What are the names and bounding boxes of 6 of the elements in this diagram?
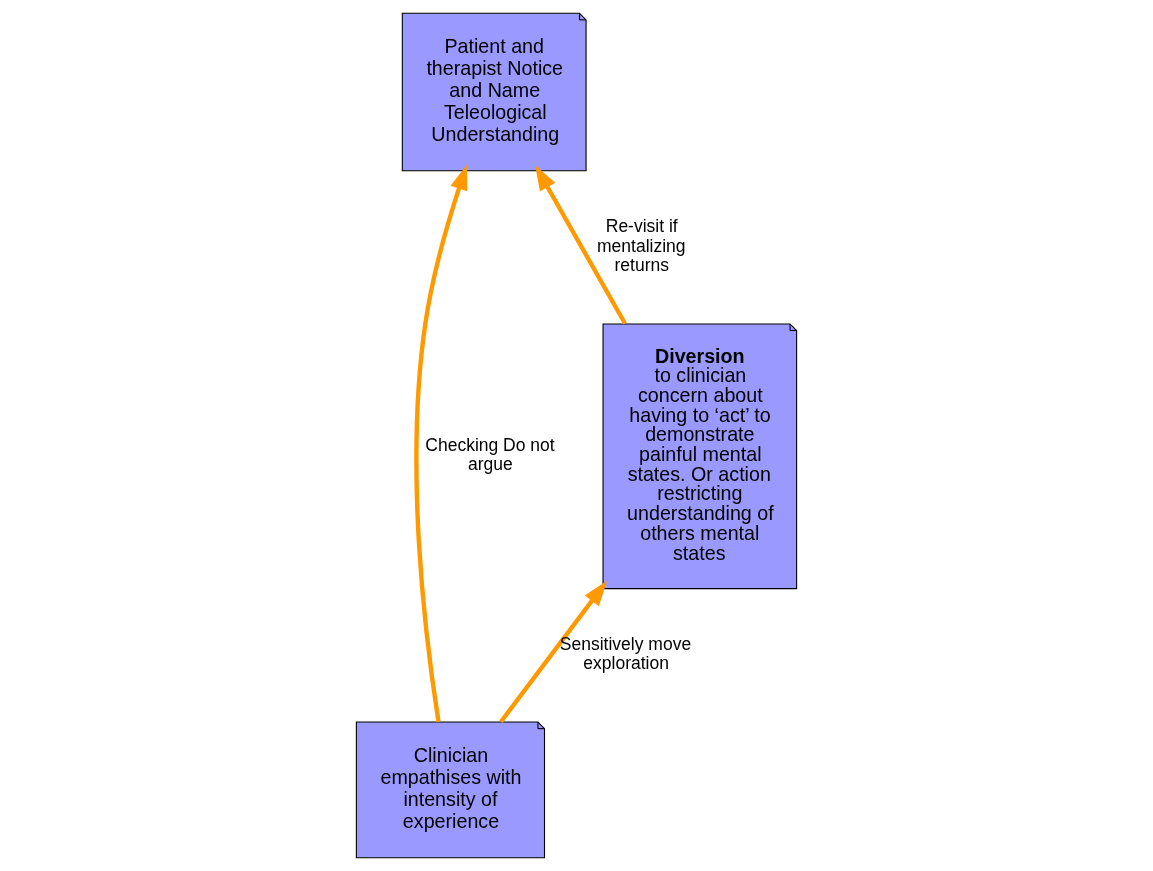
edge-label: Sensitively move exploration [559,633,692,674]
edge-label: Checking Do not argue [425,434,555,475]
arrow [499,580,607,724]
arrow [414,164,468,723]
arrow [535,165,627,325]
edge-label: Re-visit if mentalizing returns [597,215,686,276]
